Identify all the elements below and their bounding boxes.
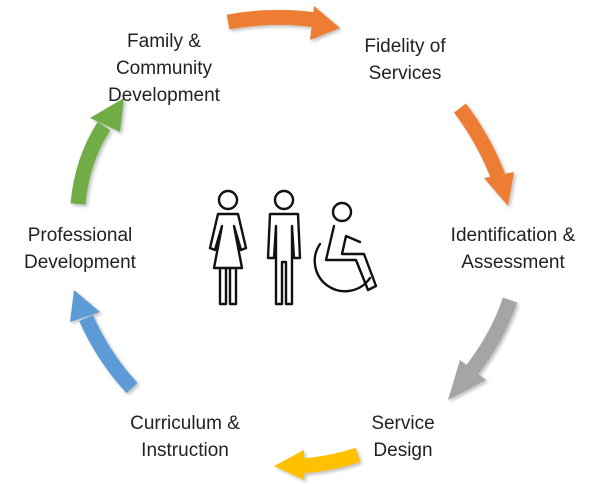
stage-fidelity-of-services: Fidelity of Services bbox=[330, 33, 480, 87]
stage-label-line: Development bbox=[108, 85, 220, 106]
stage-label-line: Development bbox=[24, 252, 136, 273]
stage-label-line: Professional bbox=[27, 225, 133, 246]
arrow-identification-to-design bbox=[448, 297, 518, 400]
woman-icon bbox=[208, 189, 248, 306]
stage-curriculum-instruction: Curriculum & Instruction bbox=[105, 410, 265, 464]
stage-label-line: Family & bbox=[127, 31, 201, 52]
stage-identification-assessment: Identification & Assessment bbox=[428, 222, 592, 276]
arrow-fidelity-to-identification bbox=[453, 103, 514, 206]
stage-label-line: Design bbox=[373, 440, 433, 461]
stage-label-line: Assessment bbox=[461, 252, 565, 273]
man-icon bbox=[266, 189, 302, 306]
stage-label-line: Instruction bbox=[141, 440, 229, 461]
arrow-curriculum-to-professional bbox=[70, 290, 138, 394]
stage-professional-development: Professional Development bbox=[6, 222, 154, 276]
stage-label-line: Services bbox=[368, 63, 442, 84]
arrow-family-to-fidelity bbox=[226, 6, 340, 40]
arrow-professional-to-family bbox=[70, 98, 124, 205]
stage-label-line: Service bbox=[371, 413, 435, 434]
stage-family-community-development: Family & Community Development bbox=[84, 28, 244, 109]
stage-label-line: Identification & bbox=[450, 225, 576, 246]
stage-label-line: Fidelity of bbox=[364, 36, 446, 57]
wheelchair-user-icon bbox=[313, 201, 378, 293]
arrow-design-to-curriculum bbox=[274, 447, 361, 480]
stage-label-line: Community bbox=[115, 58, 213, 79]
people-icons bbox=[208, 189, 378, 306]
stage-label-line: Curriculum & bbox=[130, 413, 240, 434]
stage-service-design: Service Design bbox=[338, 410, 468, 464]
